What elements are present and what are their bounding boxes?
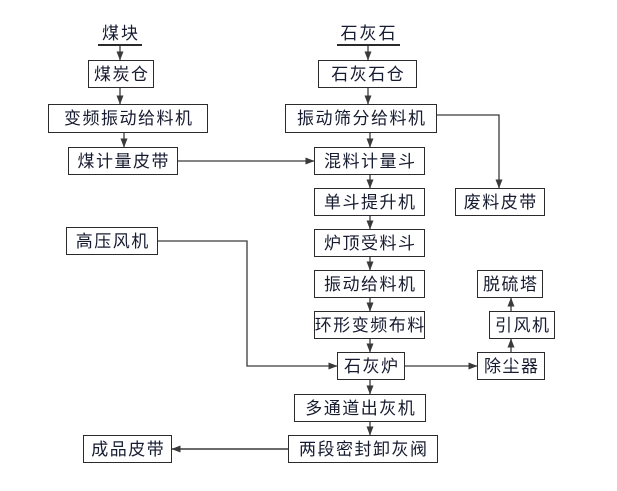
node-coal-bin[interactable]: 煤炭仓 <box>88 60 154 88</box>
node-lime-kiln[interactable]: 石灰炉 <box>337 352 405 380</box>
node-high-pressure-fan[interactable]: 高压风机 <box>66 227 158 255</box>
node-vibrating-feeder[interactable]: 振动给料机 <box>314 270 425 298</box>
node-dust-collector[interactable]: 除尘器 <box>477 352 545 380</box>
node-product-belt[interactable]: 成品皮带 <box>83 435 172 463</box>
node-limestone-bin[interactable]: 石灰石仓 <box>318 60 417 88</box>
node-two-stage-sealed-ash-valve[interactable]: 两段密封卸灰阀 <box>288 435 438 463</box>
node-induced-draft-fan[interactable]: 引风机 <box>489 311 555 339</box>
node-vf-vibrating-feeder[interactable]: 变频振动给料机 <box>48 104 208 133</box>
edge-fan-to-kiln <box>158 240 338 370</box>
node-screening-feeder[interactable]: 振动筛分给料机 <box>285 104 437 133</box>
node-coal-weigh-belt[interactable]: 煤计量皮带 <box>68 147 178 175</box>
edge-screen-to-wastebelt <box>437 114 503 189</box>
node-waste-belt[interactable]: 废料皮带 <box>455 188 545 216</box>
node-ring-vf-distributor[interactable]: 环形变频布料 <box>314 311 425 339</box>
node-bucket-elevator[interactable]: 单斗提升机 <box>314 188 425 216</box>
source-label-coal: 煤块 <box>93 22 147 46</box>
node-furnace-top-hopper[interactable]: 炉顶受料斗 <box>314 229 425 257</box>
source-label-coal-text: 煤块 <box>98 25 142 46</box>
node-mix-weigh-hopper[interactable]: 混料计量斗 <box>314 147 425 175</box>
node-multi-channel-ash-discharger[interactable]: 多通道出灰机 <box>294 394 426 422</box>
source-label-limestone: 石灰石 <box>331 22 405 46</box>
node-desulfurization-tower[interactable]: 脱硫塔 <box>477 270 543 298</box>
source-label-limestone-text: 石灰石 <box>336 25 400 46</box>
